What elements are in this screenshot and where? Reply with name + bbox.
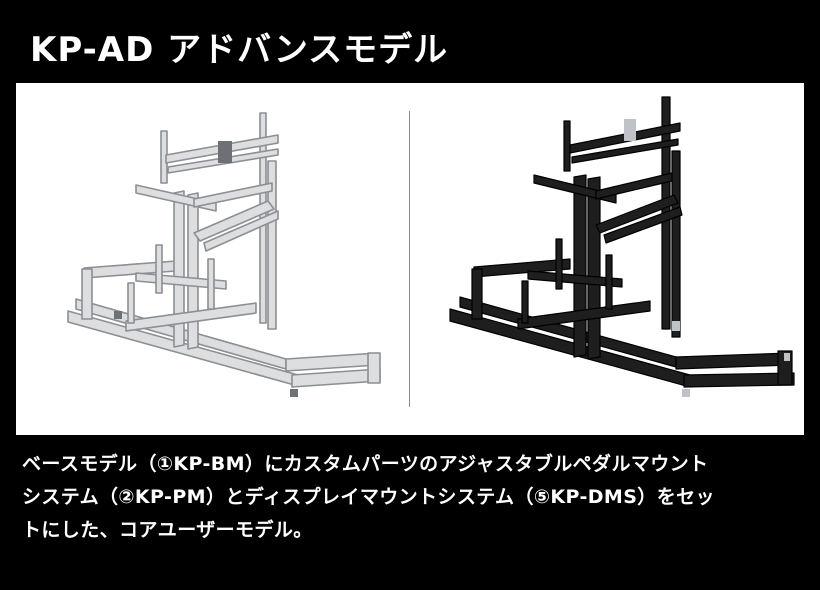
image-divider — [409, 111, 410, 407]
black-rig-image — [410, 83, 804, 435]
product-description: ベースモデル（①KP-BM）にカスタムパーツのアジャスタブルペダルマウント シス… — [22, 448, 812, 547]
page-title: KP-AD アドバンスモデル — [30, 30, 449, 70]
silver-rig-drawing — [67, 112, 381, 397]
black-rig-drawing — [449, 96, 795, 397]
description-line: トにした、コアユーザーモデル。 — [22, 519, 313, 541]
product-image-panel — [16, 83, 804, 435]
silver-rig-image — [16, 83, 410, 435]
description-line: システム（②KP-PM）とディスプレイマウントシステム（⑤KP-DMS）をセッ — [22, 486, 715, 508]
description-line: ベースモデル（①KP-BM）にカスタムパーツのアジャスタブルペダルマウント — [22, 453, 709, 475]
